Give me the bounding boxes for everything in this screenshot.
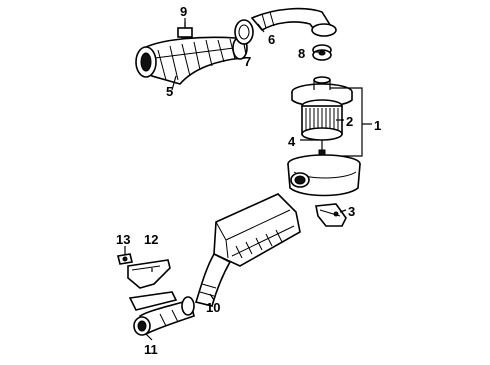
callout-2: 2 [346, 114, 353, 129]
callout-4: 4 [288, 134, 296, 149]
callout-3: 3 [348, 204, 355, 219]
callout-labels: 9 5 6 7 8 2 1 4 3 13 12 10 11 [116, 4, 381, 357]
part-10-resonator-duct [194, 193, 301, 307]
callout-6: 6 [268, 32, 275, 47]
callout-10: 10 [206, 300, 220, 315]
part-13-clip [117, 253, 133, 265]
callout-7: 7 [244, 54, 251, 69]
callout-1: 1 [374, 118, 381, 133]
part-1-air-cleaner-assembly [287, 76, 361, 197]
callout-5: 5 [166, 84, 173, 99]
part-12-plate [127, 259, 171, 289]
callout-9: 9 [180, 4, 187, 19]
part-11-inlet-tube [128, 291, 195, 336]
part-7-clamp-ring [234, 19, 254, 45]
part-5-intake-duct [135, 36, 248, 85]
callout-8: 8 [298, 46, 305, 61]
part-6-hose-elbow [250, 7, 337, 37]
part-3-bracket [315, 203, 347, 227]
part-4-stud [318, 140, 326, 157]
callout-11: 11 [144, 342, 158, 357]
callout-13: 13 [116, 232, 130, 247]
callout-12: 12 [144, 232, 158, 247]
leader-lines [124, 18, 372, 341]
